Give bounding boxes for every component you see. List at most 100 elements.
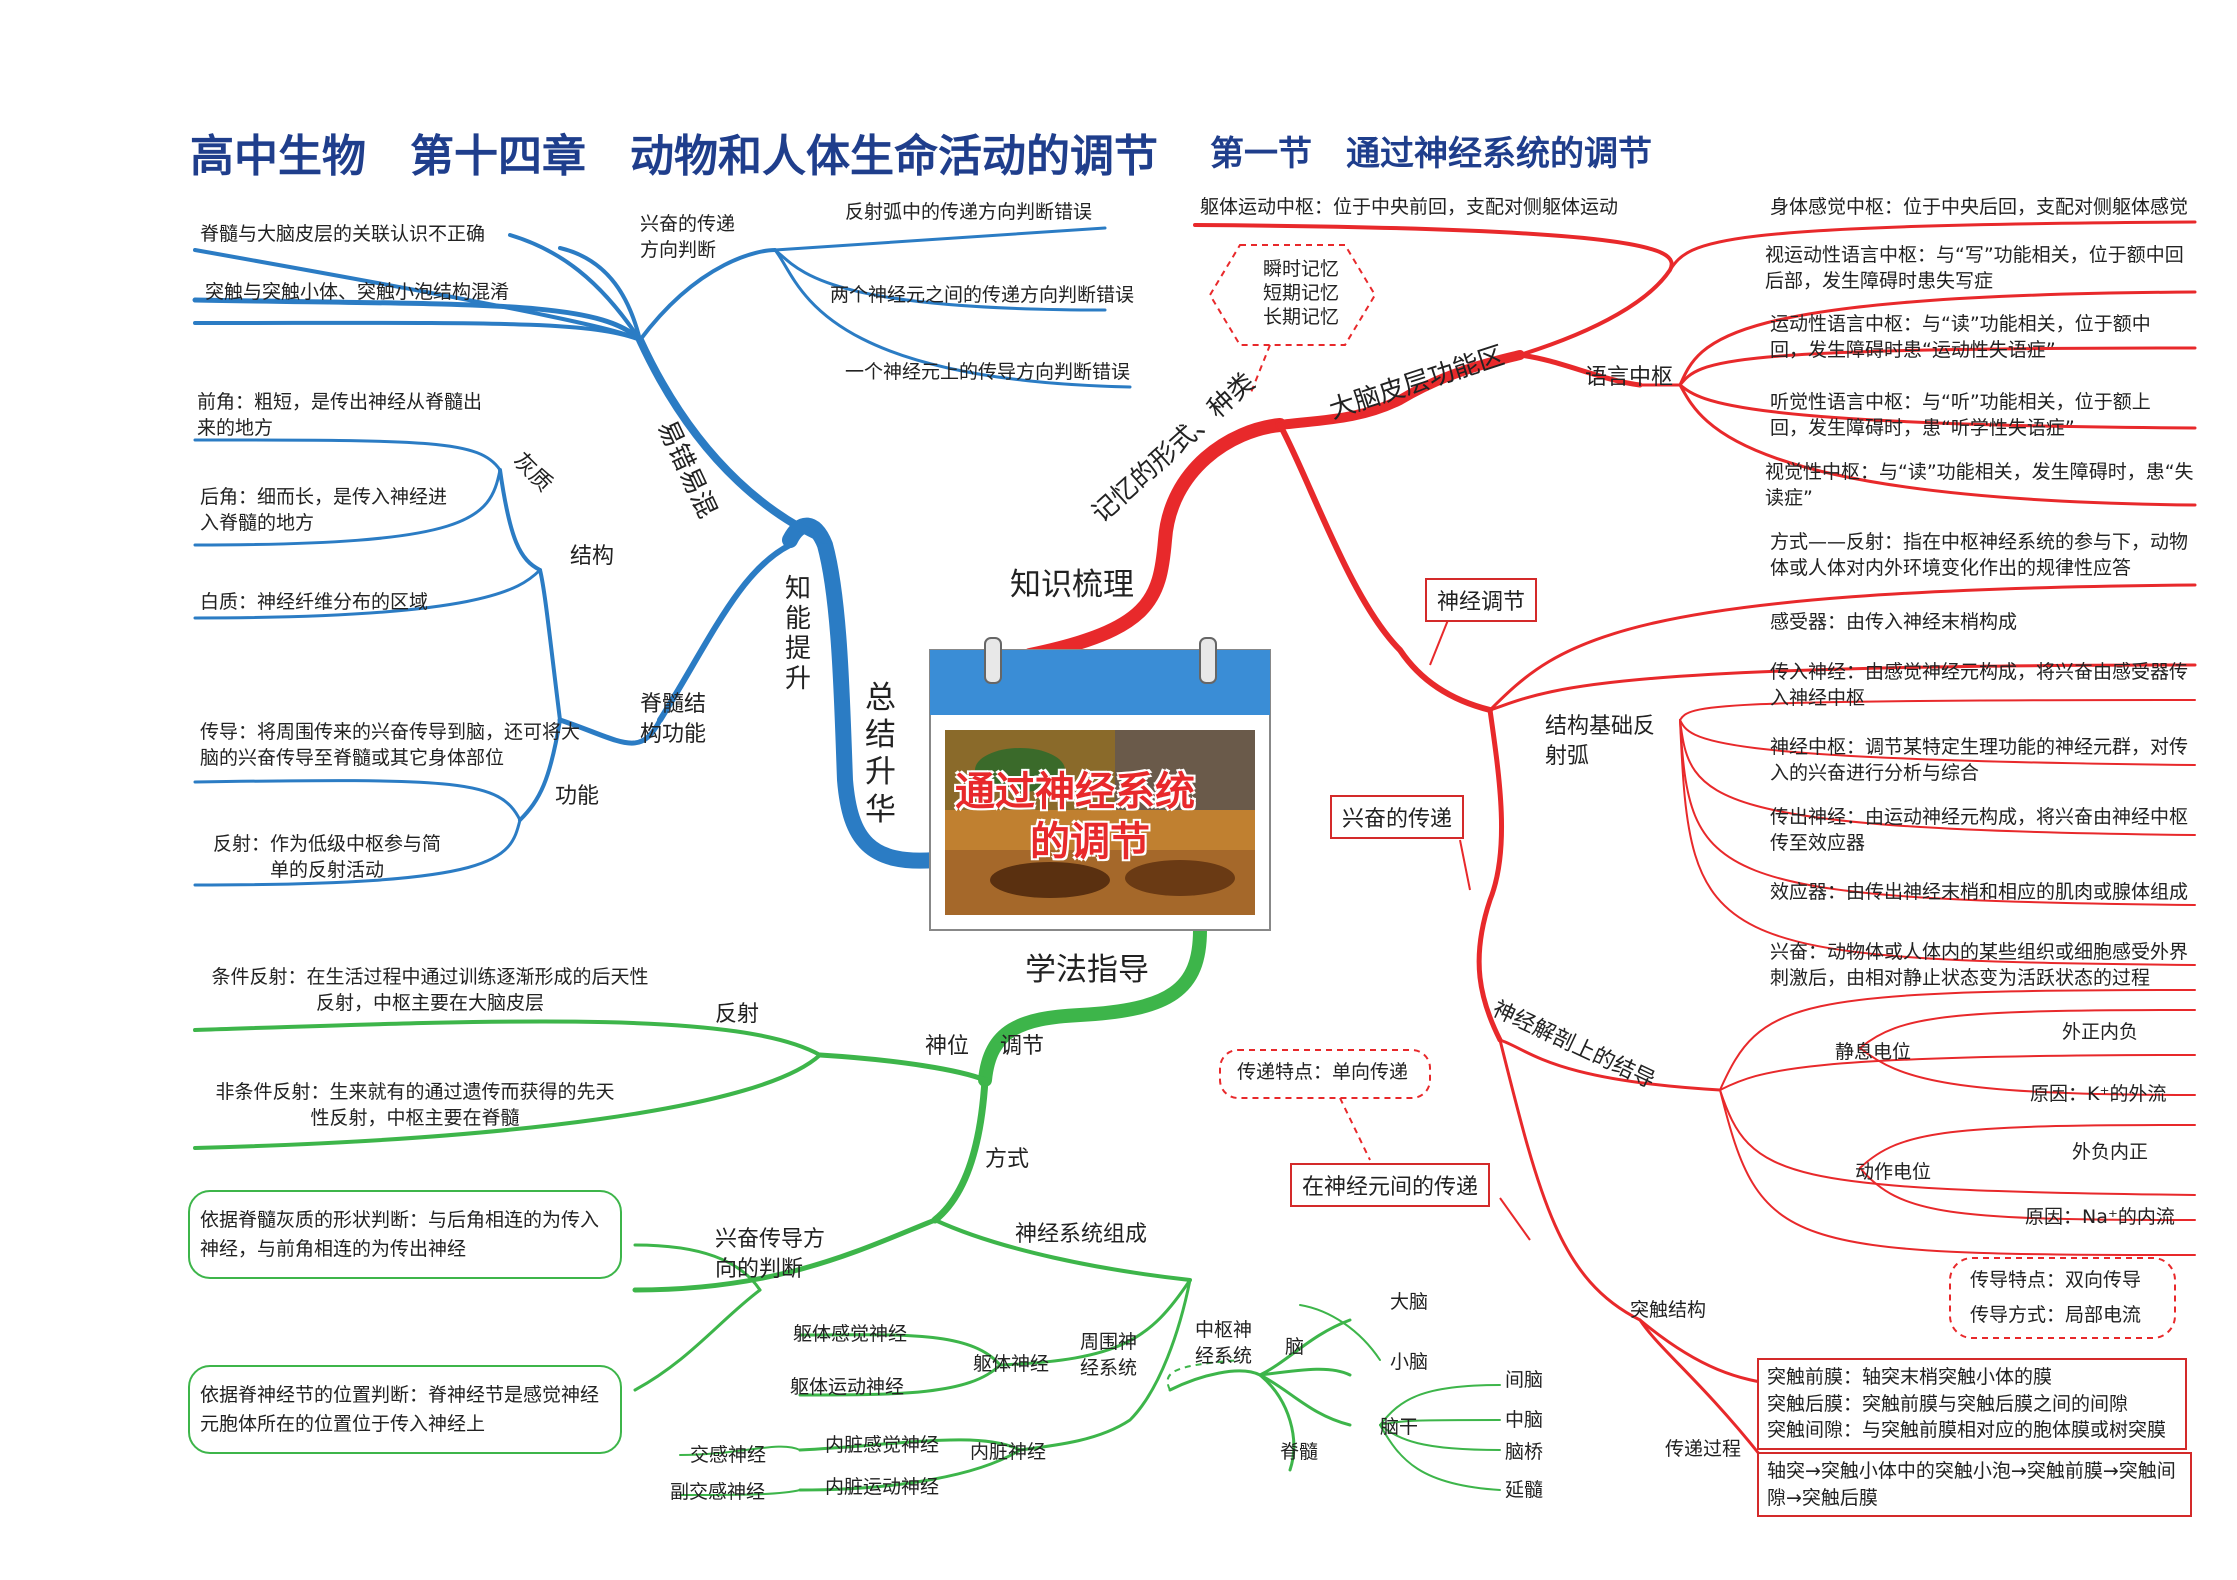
blue-function: 功能: [555, 784, 600, 809]
red-proc: 轴突→突触小体中的突触小泡→突触前膜→突触间隙→突触后膜: [1757, 1452, 2192, 1518]
dashed-connector: [1166, 1359, 1241, 1391]
blue-dir2: 两个神经元之间的传递方向判断错误: [830, 284, 1135, 306]
memory-types-callout: [1208, 244, 1377, 346]
center-title-line1: 通过神经系统: [955, 769, 1195, 815]
red-excite: 兴奋：动物体或人体内的某些组织或细胞感受外界刺激后，由相对静止状态变为活跃状态的…: [1770, 941, 2189, 989]
center-calendar: [929, 637, 1271, 931]
blue-direction: 兴奋的传递方向判断: [640, 213, 736, 261]
green-dien: 间脑: [1505, 1369, 1544, 1391]
red-rest1: 外正内负: [2062, 1021, 2139, 1043]
regulation-pointer: [1429, 614, 1451, 666]
red-conductfeat: 传导特点：双向传导: [1970, 1269, 2142, 1291]
blue-front: 前角：粗短，是传出神经从脊髓出来的地方: [197, 391, 483, 439]
green-neural: 神位: [925, 1034, 970, 1059]
blue-spinal: 脊髓结构功能: [640, 692, 707, 747]
blue-dir1: 反射弧中的传递方向判断错误: [845, 201, 1093, 223]
red-synapse-box: 突触前膜：轴突末梢突触小体的膜 突触后膜：突触前膜与突触后膜之间的间隙 突触间隙…: [1757, 1358, 2187, 1450]
green-mid: 中脑: [1505, 1409, 1544, 1431]
page-title: 高中生物 第十四章 动物和人体生命活动的调节: [190, 131, 1158, 182]
green-som1: 躯体感觉神经: [793, 1323, 908, 1345]
red-act1: 外负内正: [2072, 1141, 2149, 1163]
green-judge2: 依据脊神经节的位置判断：脊神经节是感觉神经元胞体所在的位置位于传入神经上: [188, 1365, 622, 1454]
red-basis: 结构基础反射弧: [1545, 714, 1656, 769]
green-symp: 交感神经: [690, 1444, 767, 1466]
memory-callout-pointer: [1249, 344, 1271, 396]
green-stem: 脑干: [1380, 1416, 1419, 1438]
green-vis2: 内脏运动神经: [825, 1476, 940, 1498]
green-central: 中枢神经系统: [1195, 1319, 1253, 1367]
blue-back: 后角：细而长，是传入神经进入脊髓的地方: [200, 486, 448, 534]
red-memtype-1: 瞬时记忆: [1263, 258, 1340, 280]
blue-m1: 脊髓与大脑皮层的关联认识不正确: [200, 223, 486, 245]
green-vis1: 内脏感觉神经: [825, 1434, 940, 1456]
calendar-ring-right: [1199, 637, 1217, 684]
red-afferent: 传入神经：由感觉神经元构成，将兴奋由感受器传入神经中枢: [1770, 661, 2189, 709]
green-peripheral: 周围神经系统: [1080, 1331, 1138, 1379]
green-branch-lines: [193, 923, 1501, 1496]
green-cerebrum: 大脑: [1390, 1291, 1429, 1313]
red-memtype-3: 长期记忆: [1263, 305, 1340, 328]
red-lang3: 听觉性语言中枢：与“听”功能相关，位于额上回，发生障碍时，患“听学性失语症”: [1770, 391, 2151, 439]
section-title: 第一节 通过神经系统的调节: [1210, 134, 1652, 174]
green-visceral: 内脏神经: [970, 1441, 1047, 1463]
green-cerebellum: 小脑: [1390, 1351, 1429, 1373]
green-pons: 脑桥: [1505, 1441, 1544, 1463]
red-pre: 突触前膜：轴突末梢突触小体的膜: [1767, 1366, 2053, 1388]
red-memtypes: 瞬时记忆 短期记忆 长期记忆: [1263, 258, 1343, 329]
blue-structure: 结构: [570, 544, 615, 569]
red-effector: 效应器：由传出神经末梢和相应的肌肉或腺体组成: [1770, 881, 2189, 903]
branch-summary: 总结升华: [865, 680, 896, 828]
blue-white: 白质：神经纤维分布的区域: [200, 591, 429, 613]
red-receptor: 感受器：由传入神经末梢构成: [1770, 611, 2018, 633]
red-resting: 静息电位: [1835, 1041, 1912, 1063]
calendar-header: [930, 650, 1270, 715]
red-mode: 方式——反射：指在中枢神经系统的参与下，动物体或人体对内外环境变化作出的规律性应…: [1770, 531, 2189, 579]
red-lang4: 视觉性中枢：与“读”功能相关，发生障碍时，患“失读症”: [1765, 461, 2194, 509]
red-synapse: 突触结构: [1630, 1299, 1707, 1321]
red-rest2: 原因：K⁺的外流: [2030, 1083, 2167, 1105]
blue-dir3: 一个神经元上的传导方向判断错误: [845, 361, 1131, 383]
blue-reflex: 反射：作为低级中枢参与简单的反射活动: [212, 833, 441, 881]
green-somatic: 躯体神经: [973, 1353, 1050, 1375]
between-pointer: [1499, 1197, 1531, 1241]
green-judge: 兴奋传导方向的判断: [715, 1227, 826, 1282]
red-lang1: 视运动性语言中枢：与“写”功能相关，位于额中回后部，发生障碍时患失写症: [1765, 244, 2184, 292]
red-feature: 传递特点：单向传递: [1237, 1061, 1409, 1083]
red-process: 传递过程: [1665, 1438, 1742, 1460]
conduct-feature-callout: [1949, 1257, 2176, 1339]
blue-branch-lines: [192, 226, 1132, 887]
green-brain: 脑: [1285, 1336, 1305, 1358]
transmit-pointer: [1459, 839, 1471, 891]
red-act2: 原因：Na⁺的内流: [2025, 1206, 2175, 1228]
green-unconditioned: 非条件反射：生来就有的通过遗传而获得的先天性反射，中枢主要在脊髓: [215, 1081, 615, 1129]
red-between: 在神经元间的传递: [1290, 1163, 1491, 1207]
red-post: 突触后膜：突触前膜与突触后膜之间的间隙: [1767, 1392, 2129, 1415]
green-adjust: 调节: [1000, 1034, 1045, 1059]
red-motor: 躯体运动中枢：位于中央前回，支配对侧躯体运动: [1200, 196, 1619, 218]
green-way: 方式: [985, 1147, 1030, 1172]
blue-ability: 知能提升: [785, 574, 812, 694]
transmit-feature-pointer: [1339, 1097, 1371, 1161]
green-som2: 躯体运动神经: [790, 1376, 905, 1398]
red-memtype-2: 短期记忆: [1263, 281, 1340, 304]
green-reflex: 反射: [715, 1002, 760, 1027]
red-center: 神经中枢：调节某特定生理功能的神经元群，对传入的兴奋进行分析与综合: [1770, 736, 2189, 784]
branch-method: 学法指导: [1025, 952, 1149, 988]
red-lang2: 运动性语言中枢：与“读”功能相关，位于额中回，发生障碍时患“运动性失语症”: [1770, 313, 2151, 361]
red-transmit: 兴奋的传递: [1330, 795, 1465, 839]
red-efferent: 传出神经：由运动神经元构成，将兴奋由神经中枢传至效应器: [1770, 806, 2189, 854]
calendar-ring-left: [984, 637, 1002, 684]
green-conditioned: 条件反射：在生活过程中通过训练逐渐形成的后天性反射，中枢主要在大脑皮层: [211, 966, 649, 1014]
blue-m2: 突触与突触小体、突触小泡结构混淆: [205, 281, 510, 303]
red-gap: 突触间隙：与突触前膜相对应的胞体膜或树突膜: [1767, 1419, 2167, 1442]
red-regulation: 神经调节: [1425, 578, 1538, 622]
green-parasymp: 副交感神经: [670, 1481, 766, 1503]
red-sensory: 身体感觉中枢：位于中央后回，支配对侧躯体感觉: [1770, 196, 2189, 218]
green-judge1: 依据脊髓灰质的形状判断：与后角相连的为传入神经，与前角相连的为传出神经: [188, 1190, 622, 1279]
green-spinal: 脊髓: [1280, 1441, 1319, 1463]
green-composition: 神经系统组成: [1015, 1222, 1148, 1247]
center-title-line2: 的调节: [1030, 819, 1150, 865]
red-conductmode: 传导方式：局部电流: [1970, 1304, 2142, 1326]
red-language: 语言中枢: [1585, 365, 1674, 390]
